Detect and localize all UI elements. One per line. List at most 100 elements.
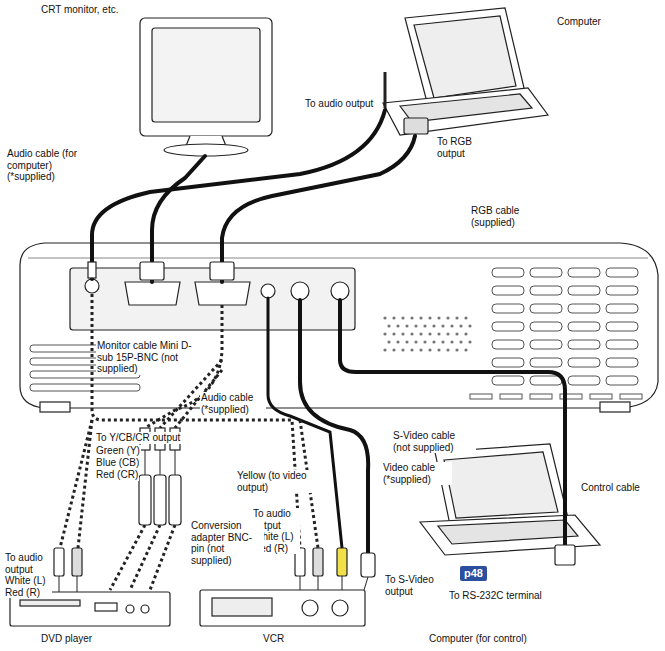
computer-audio-cable <box>92 110 385 279</box>
audio-input-jack <box>85 279 99 293</box>
vent-slot <box>568 304 600 313</box>
speaker-hole <box>450 340 453 343</box>
speaker-hole <box>432 340 435 343</box>
callout-label: To RGB output <box>436 136 484 159</box>
callout-label: Green (Y) <box>95 445 141 457</box>
conversion-adapter <box>169 475 181 525</box>
control-terminal <box>331 282 349 300</box>
speaker-hole <box>414 324 417 327</box>
plug-lead <box>77 576 78 592</box>
s-video-cable <box>300 300 368 553</box>
vent-slot <box>568 286 600 295</box>
rgb-cable <box>222 136 415 282</box>
vent-slot <box>590 394 612 399</box>
bnc-pin-link <box>160 450 161 475</box>
video-plug <box>337 548 347 576</box>
vent-slot <box>530 394 552 399</box>
control-cable <box>340 300 565 545</box>
callout-label: Computer (for control) <box>428 633 528 645</box>
speaker-hole <box>392 348 395 351</box>
speaker-hole <box>441 324 444 327</box>
vent-slot <box>492 268 524 277</box>
audio-plug <box>384 72 387 108</box>
speaker-hole <box>432 324 435 327</box>
vent-slot <box>530 268 562 277</box>
vent-slot <box>30 384 140 391</box>
speaker-hole <box>437 348 440 351</box>
speaker-hole <box>468 340 471 343</box>
speaker-hole <box>464 332 467 335</box>
callout-label: Control cable <box>580 482 641 494</box>
speaker-hole <box>459 340 462 343</box>
callout-label: Red (CR) <box>95 469 139 481</box>
speaker-hole <box>455 316 458 319</box>
vent-slot <box>492 340 524 349</box>
vent-slot <box>606 340 638 349</box>
speaker-hole <box>405 324 408 327</box>
speaker-hole <box>437 316 440 319</box>
callout-label: RGB cable (supplied) <box>470 205 538 228</box>
speaker-hole <box>468 324 471 327</box>
vent-slot <box>492 358 524 367</box>
vent-slot <box>606 358 638 367</box>
conversion-adapter <box>139 475 151 525</box>
rca-plug <box>313 548 323 576</box>
callout-label: To RS-232C terminal <box>448 590 543 602</box>
speaker-hole <box>446 332 449 335</box>
speaker-hole <box>396 324 399 327</box>
audio-plug <box>88 262 96 278</box>
vent-slot <box>530 286 562 295</box>
callout-label: To S-Video output <box>384 574 448 597</box>
speaker-hole <box>437 332 440 335</box>
component-lead <box>110 525 175 590</box>
plug-lead <box>364 577 368 590</box>
vent-slot <box>492 376 524 385</box>
foot <box>600 402 630 412</box>
speaker-hole <box>423 324 426 327</box>
rgb-in-terminal <box>195 282 250 305</box>
vent-slot <box>530 340 562 349</box>
speaker-hole <box>392 316 395 319</box>
speaker-hole <box>410 348 413 351</box>
speaker-hole <box>383 316 386 319</box>
rgb-plug <box>210 262 234 280</box>
vent-slot <box>568 322 600 331</box>
speaker-hole <box>428 348 431 351</box>
speaker-hole <box>419 348 422 351</box>
plug-lead <box>342 576 343 590</box>
speaker-hole <box>428 316 431 319</box>
rca-plug <box>72 548 82 576</box>
audio-cable-dvd <box>60 420 92 548</box>
speaker-hole <box>441 340 444 343</box>
bnc-pin-link <box>145 450 146 475</box>
callout-label: DVD player <box>40 633 93 645</box>
speaker-hole <box>446 348 449 351</box>
callout-label: Video cable (*supplied) <box>382 462 452 485</box>
speaker-hole <box>450 324 453 327</box>
speaker-hole <box>464 316 467 319</box>
vent-slot <box>568 376 600 385</box>
vent-slot <box>568 268 600 277</box>
speaker-hole <box>459 324 462 327</box>
page-reference: p48 <box>464 567 483 579</box>
speaker-hole <box>383 332 386 335</box>
speaker-hole <box>401 348 404 351</box>
callout-label: To audio output White (L) Red (R) <box>4 552 52 598</box>
vent-slot <box>606 304 638 313</box>
vent-slot <box>492 286 524 295</box>
speaker-hole <box>410 316 413 319</box>
vent-slot <box>620 394 642 399</box>
speaker-hole <box>446 316 449 319</box>
video-jack <box>261 284 275 298</box>
callout-label: Blue (CB) <box>95 457 140 469</box>
vent-slot <box>530 322 562 331</box>
laptop-computer <box>383 8 548 135</box>
speaker-hole <box>414 340 417 343</box>
s-video-terminal <box>291 282 309 300</box>
vent-slot <box>606 376 638 385</box>
audio-cable-dvd <box>78 420 92 548</box>
callout-label: Conversion adapter BNC-pin (not supplied… <box>190 520 264 566</box>
crt-monitor <box>140 18 272 156</box>
speaker-hole <box>387 340 390 343</box>
vent-slot <box>470 394 492 399</box>
